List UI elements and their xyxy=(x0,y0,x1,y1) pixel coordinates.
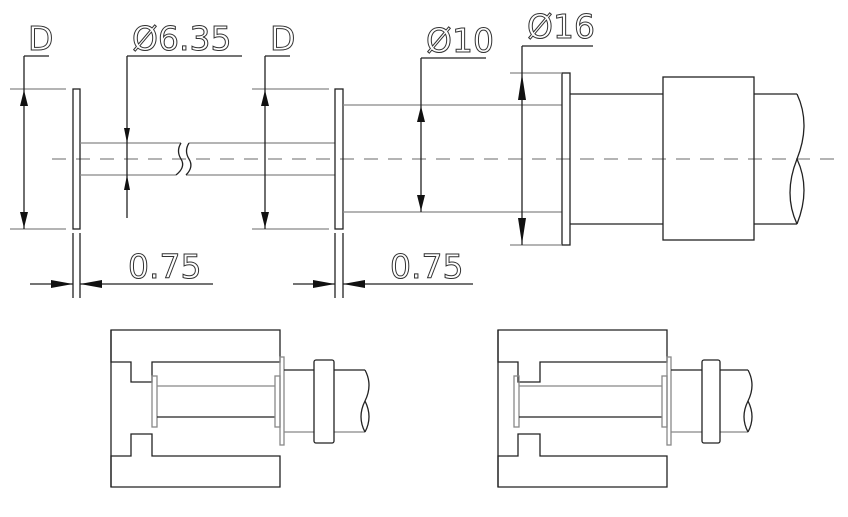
outer-flange xyxy=(279,356,285,446)
left-flange xyxy=(72,88,81,230)
thin-shaft xyxy=(80,142,335,176)
inner-flange-left xyxy=(513,375,520,428)
arrowheads-gap-right xyxy=(313,280,365,288)
label-gap-left: 0.75 xyxy=(128,247,201,286)
dimension-d-right xyxy=(264,55,290,229)
outer-flange xyxy=(666,356,672,446)
break-mark xyxy=(743,369,753,433)
break-mark xyxy=(360,369,370,433)
knurled-knob xyxy=(662,76,755,241)
dimension-body-diameter xyxy=(420,57,486,212)
label-d-right: D xyxy=(270,19,295,58)
inner-flange-right xyxy=(661,375,668,428)
inner-flange-left xyxy=(151,375,158,428)
dimension-shaft-diameter xyxy=(126,55,242,218)
arrowheads-d-left xyxy=(20,90,28,228)
housing-top-section xyxy=(110,329,281,383)
dimension-flange-diameter xyxy=(521,45,593,245)
label-gap-right: 0.75 xyxy=(390,247,463,286)
handle-shaft xyxy=(570,93,797,225)
housing-top-section xyxy=(497,329,668,383)
dimension-gap-right xyxy=(293,233,473,298)
housing-bottom-section xyxy=(497,433,668,488)
label-shaft-diameter: Ø6.35 xyxy=(132,19,231,58)
label-flange-diameter: Ø16 xyxy=(527,7,595,46)
arrowheads-d-right xyxy=(261,90,269,228)
large-flange xyxy=(561,72,571,246)
knurled-knob xyxy=(701,359,721,444)
dimension-gap-left xyxy=(30,233,213,298)
assembly-view-left xyxy=(110,329,370,488)
label-body-diameter: Ø10 xyxy=(426,21,494,60)
extension-lines-d-left xyxy=(10,88,66,230)
body-cylinder xyxy=(343,104,562,213)
break-mark xyxy=(175,142,192,176)
main-part-view: D Ø6.35 D Ø10 Ø16 0.75 0.75 xyxy=(10,7,842,298)
knurled-knob xyxy=(313,359,335,444)
arrowheads-shaft-diameter xyxy=(124,128,130,190)
assembly-view-right xyxy=(497,329,753,488)
break-mark-handle xyxy=(789,93,805,225)
arrowheads-gap-left xyxy=(51,280,102,288)
label-d-left: D xyxy=(28,19,53,58)
extension-lines-flange xyxy=(510,72,562,246)
middle-flange xyxy=(334,88,344,230)
inner-flange-right xyxy=(274,375,281,428)
dimension-d-left xyxy=(23,55,49,229)
housing-bottom-section xyxy=(110,433,281,488)
